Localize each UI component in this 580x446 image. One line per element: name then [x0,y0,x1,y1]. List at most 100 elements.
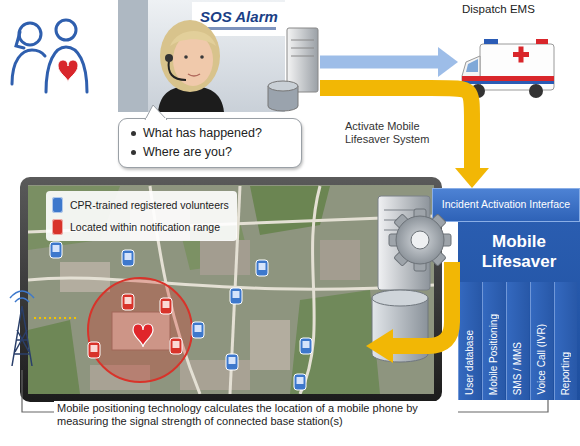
note-text: Mobile positioning technology calculates… [54,401,458,429]
system-panel: Mobile Lifesaver Incident Activation Inte… [432,188,580,400]
satellite-map [28,278,434,289]
satellite-map [88,342,100,358]
base-station-tower [34,317,76,319]
ambulance-illustration [458,0,558,102]
satellite-map [28,186,434,394]
satellite-map [28,320,80,394]
photo-illustration [291,40,314,56]
gear-icon [394,214,446,266]
connector-shaft [320,88,472,188]
gear-icon [389,209,451,271]
photo-illustration [184,55,188,59]
gear-icon [394,214,446,266]
base-station-tower [10,291,34,302]
legend-text: CPR-trained registered volunteers [70,199,229,211]
bubble-tail [146,118,166,122]
return-arrow [392,262,452,346]
base-station-tower [12,306,32,366]
satellite-map [170,338,182,354]
satellite-map [300,186,320,394]
speech-bubble: What has happened?Where are you? [118,118,302,168]
satellite-map [122,294,134,310]
photo-illustration [188,74,200,76]
base-station-tower [10,291,34,302]
satellite-map [250,320,290,370]
module-column: User database [458,282,481,400]
satellite-map [133,324,153,347]
node-text: Mobile Positioning [487,314,501,395]
satellite-map [320,240,360,280]
satellite-map [226,354,238,370]
satellite-map [180,360,250,390]
node-text: Incident Activation Interface [433,198,579,210]
gear-icon [389,209,451,271]
server-icon [384,210,424,230]
database-icon [372,290,428,362]
node-text: Dispatch EMS [462,3,535,15]
bubble-tail [119,104,179,122]
module-column: SMS / MMS [506,282,529,400]
dispatch-arrow [320,47,458,77]
satellite-map [256,260,268,276]
node-text: Mobile Lifesaver [458,232,580,272]
legend-swatch [52,219,63,235]
node-text: User database [463,330,477,395]
node-text: Where are you? [143,144,232,160]
ambulance-illustration [519,47,524,63]
caller-icon [16,32,24,48]
module-column: Reporting [554,282,577,400]
satellite-map [300,338,312,354]
gear-icon [396,216,444,264]
connector-shaft [320,56,458,69]
ambulance-illustration [458,0,558,106]
server-icon [384,210,424,230]
caller-icon [12,20,87,92]
server-icon [378,196,430,290]
module-column: Voice Call (IVR) [530,282,553,400]
edge-label: Activate Mobile Lifesaver System [345,120,441,146]
caller-icon [12,20,87,92]
caller-icon [58,60,78,82]
arrow-head [438,47,458,77]
photo-illustration [169,60,186,80]
interface-band: Incident Activation Interface [432,188,580,222]
bubble-tail [145,105,167,120]
photo-illustration [165,54,173,62]
ambulance-illustration [471,84,485,98]
gear-icon [414,209,426,271]
node-text: Voice Call (IVR) [535,324,549,395]
satellite-map [230,288,242,304]
return-arrow [366,262,452,363]
gear-icon [389,234,451,246]
photo-illustration [268,81,298,91]
photo-illustration [200,55,204,59]
node-text: Reporting [559,352,573,395]
database-icon [372,298,428,362]
ambulance-illustration [536,39,548,44]
caller-icon [46,47,87,92]
legend-box: CPR-trained registered volunteersLocated… [46,191,237,241]
satellite-map [192,322,204,338]
bullet-dot [131,150,136,155]
database-icon [372,290,428,306]
ambulance-illustration [462,76,554,81]
satellite-map [200,240,250,275]
module-column: Mobile Positioning [482,282,505,400]
legend-swatch [52,197,63,213]
photo-illustration [118,0,285,112]
satellite-map [294,374,306,390]
gear-icon [411,231,429,249]
caller-icon [56,20,76,40]
return-arrow [366,329,393,363]
satellite-map [160,298,172,314]
arrow-head [455,168,489,188]
legend-text: Located within notification range [70,221,220,233]
satellite-map [28,185,434,394]
legend-item: Located within notification range [52,216,229,238]
activation-arrow [320,88,489,188]
photo-illustration [170,31,216,46]
ambulance-illustration [484,39,498,44]
server-icon [378,196,430,290]
